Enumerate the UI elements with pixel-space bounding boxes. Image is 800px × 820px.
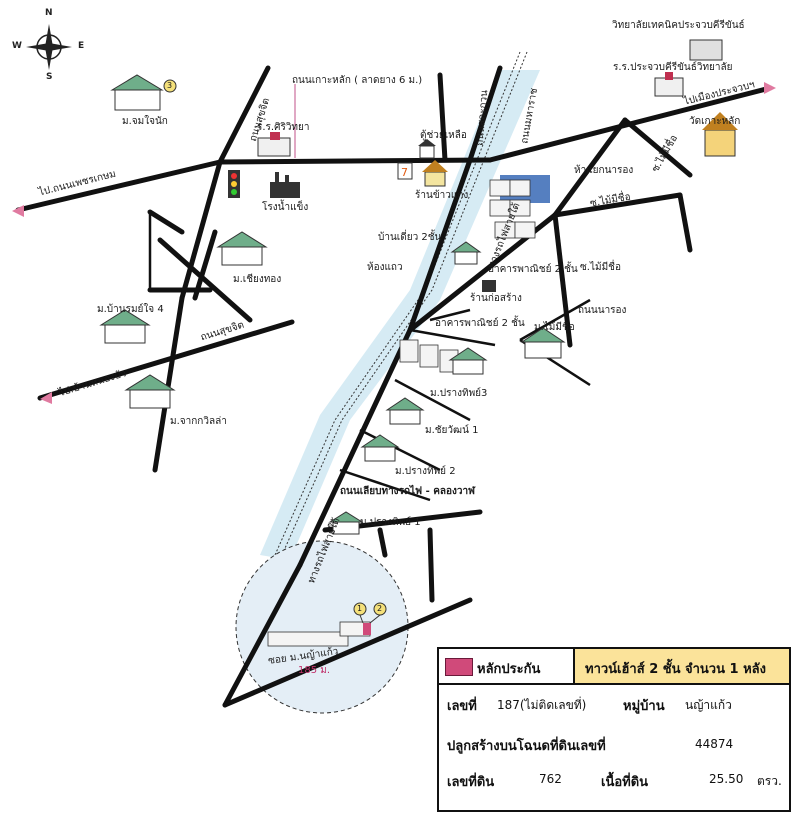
house-icon — [328, 511, 364, 535]
collateral-marker — [363, 623, 371, 635]
marker-3-icon — [163, 79, 177, 93]
house-icon — [216, 231, 268, 266]
main-road-label: ถนนเกาะหลัก ( ลาดยาง 6 ม.) — [292, 75, 423, 86]
moo-bannamchai-label: ม.บ้านรมย์ใจ 4 — [97, 304, 164, 315]
factory-icon — [270, 172, 300, 198]
hong-kaeo-label: ห้องแถว — [367, 262, 403, 273]
marker-1-label: 1 — [357, 604, 363, 613]
house-no-value: 187(ไม่ติดเลขที่) — [497, 698, 587, 712]
marker-2-label: 2 — [377, 604, 383, 613]
sor-maimisue-label-3: ซ.ไม้มีชื่อ — [580, 262, 621, 273]
property-info-panel: หลักประกัน ทาวน์เฮ้าส์ 2 ชั้น จำนวน 1 หล… — [437, 647, 791, 812]
house-icon — [385, 397, 425, 425]
panel-header: หลักประกัน ทาวน์เฮ้าส์ 2 ชั้น จำนวน 1 หล… — [439, 649, 789, 685]
land-no-value: 762 — [539, 772, 562, 786]
compass-w: W — [12, 41, 22, 51]
ban-diao-label: บ้านเดี่ยว 2ชั้น — [378, 232, 442, 243]
commercial-label-2: อาคารพาณิชย์ 2 ชั้น — [435, 318, 525, 329]
wat-icon — [702, 112, 738, 157]
traffic-light-icon — [228, 170, 240, 198]
property-title-cell: ทาวน์เฮ้าส์ 2 ชั้น จำนวน 1 หลัง — [575, 649, 789, 683]
college-icon — [689, 39, 723, 61]
arrow-southwest-icon — [40, 392, 52, 404]
seven-eleven-icon: 7 — [397, 162, 413, 180]
house-icon — [99, 309, 151, 344]
shop-icon — [418, 139, 436, 159]
arrow-east-icon — [764, 82, 776, 94]
svg-text:7: 7 — [401, 166, 408, 179]
house-icons — [99, 74, 566, 535]
moo-chaiwat1-label: ม.ชัยวัฒน์ 1 — [425, 425, 479, 436]
moo-chiangthong-label: ม.เชียงทอง — [233, 274, 282, 285]
house-no-label: เลขที่ — [447, 699, 477, 714]
village-label: หมู่บ้าน — [623, 699, 665, 714]
moo-prangthip2-label: ม.ปรางทิพย์ 2 — [395, 466, 456, 477]
deed-label: ปลูกสร้างบนโฉนดที่ดินเลขที่ — [447, 739, 606, 754]
village-value: นญ้าแก้ว — [685, 698, 732, 712]
ransanae-label: ร้านข้าวแกง — [415, 190, 469, 201]
house-icon — [360, 434, 400, 462]
temple-icon — [422, 160, 448, 187]
moo-prangthip3-label: ม.ปรางทิพย์3 — [430, 388, 488, 399]
ice-factory-label: โรงน้ำแข็ง — [262, 202, 309, 213]
area-value: 25.50 — [709, 772, 744, 786]
legend-text: หลักประกัน — [477, 662, 541, 677]
property-title: ทาวน์เฮ้าส์ 2 ชั้น จำนวน 1 หลัง — [585, 662, 766, 677]
area-unit: ตรว. — [757, 774, 782, 788]
school-icon — [257, 132, 291, 157]
construction-shop-label: ร้านก่อสร้าง — [470, 293, 522, 304]
collateral-swatch — [445, 658, 473, 676]
minor-roads — [148, 212, 591, 502]
police-box-label: ตู้ช่วยเหลือ — [420, 130, 467, 141]
railway-track-2 — [281, 51, 528, 556]
compass-n: N — [45, 8, 53, 18]
compass-e: E — [78, 41, 85, 51]
moo-prangthip1-label: ม.ปรางทิพย์ 1 — [360, 517, 421, 528]
commercial-label-1: อาคารพาณิชย์ 2 ชั้น — [488, 264, 578, 275]
land-no-label: เลขที่ดิน — [447, 775, 495, 790]
rail-side-road-label: ถนนเลียบทางรถไฟ - คลองวาฬ — [340, 486, 475, 497]
wat-koh-lak-label: วัดเกาะหลัก — [689, 116, 741, 127]
compass-icon — [26, 24, 72, 70]
area-label: เนื้อที่ดิน — [601, 775, 649, 790]
house-icon — [448, 347, 488, 375]
building-blocks — [267, 179, 536, 647]
store-icon — [482, 280, 496, 292]
house-icon — [520, 327, 566, 359]
rr-sirivitaya-label: ร.ร.ศิริวิทยา — [257, 122, 310, 133]
house-icon — [450, 241, 482, 265]
rr-prachuap-label: ร.ร.ประจวบคีรีขันธ์วิทยาลัย — [613, 62, 733, 73]
house-icon — [124, 374, 176, 409]
arrow-west-icon — [12, 205, 24, 217]
distance-label: 185 ม. — [298, 665, 331, 676]
marker-3-label: 3 — [167, 81, 173, 90]
moo-maimisue-label: ม.ไม้มีชื่อ — [534, 322, 575, 333]
moo-chakkawila-label: ม.จากกวิลล่า — [170, 416, 227, 427]
school2-icon — [654, 72, 684, 97]
ha-yaek-narong-label: ห้าแยกนารอง — [574, 165, 634, 176]
railway-track — [274, 51, 521, 556]
railway-band — [260, 70, 540, 560]
thanon-narong-label: ถนนนารอง — [578, 305, 627, 316]
compass: N S E W — [12, 8, 85, 82]
deed-value: 44874 — [695, 737, 734, 751]
legend-cell: หลักประกัน — [439, 649, 575, 683]
roads — [15, 65, 773, 708]
moo-jomtanu-label: ม.จมใจนัก — [122, 116, 168, 127]
house-icon — [110, 74, 164, 111]
compass-s: S — [46, 72, 53, 82]
tech-college-label: วิทยาลัยเทคนิคประจวบคีรีขันธ์ — [612, 20, 745, 31]
